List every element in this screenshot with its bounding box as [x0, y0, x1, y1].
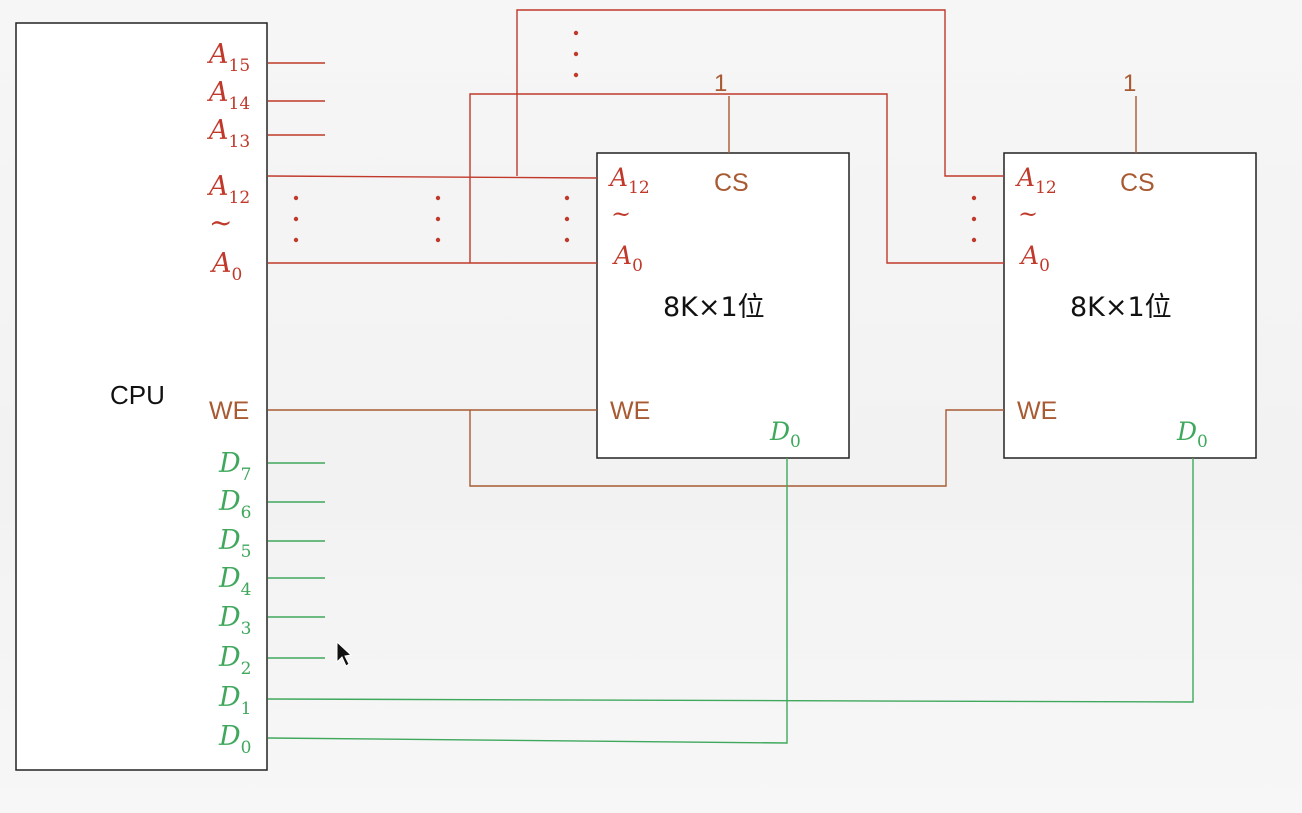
- cpu-we-label: WE: [209, 397, 249, 425]
- cpu-d5-label: D5: [218, 525, 251, 562]
- cpu-a14-label: A14: [206, 77, 250, 114]
- chip-2-cs-label: CS: [1120, 169, 1155, 197]
- chip-1-d0-label: D0: [769, 417, 801, 452]
- cpu-a0-label: A0: [209, 248, 242, 285]
- chip-1-cs-label: CS: [714, 169, 749, 197]
- cpu-d4-label: D4: [218, 563, 251, 600]
- data-bus: [267, 458, 1194, 744]
- cpu-a15-label: A15: [206, 39, 250, 76]
- chip-2-a0-label: A0: [1019, 241, 1050, 276]
- control-lines: [268, 96, 1137, 487]
- mouse-cursor-icon: [336, 640, 353, 667]
- chip-2-title: 8K×1位: [1070, 292, 1172, 323]
- chip-1-labels: 1 CS A12 ~ A0 WE D0: [608, 70, 801, 452]
- cpu-d6-label: D6: [218, 486, 251, 523]
- memory-chip-2: [1003, 152, 1257, 459]
- chip-2-a12-label: A12: [1015, 163, 1057, 198]
- a12-wire-chip1: [267, 175, 598, 179]
- d1-to-chip2-wire: [267, 458, 1194, 703]
- cpu-d1-label: D1: [218, 682, 251, 719]
- chip-1-title: 8K×1位: [663, 292, 765, 323]
- a0-wire-chip2: [469, 93, 1004, 264]
- cpu-d3-label: D3: [218, 602, 251, 639]
- cpu-a12-label: A12: [206, 171, 250, 208]
- chip-1-a0-label: A0: [612, 241, 643, 276]
- chip-2-we-label: WE: [1017, 397, 1057, 425]
- chip-1-cs-value: 1: [714, 70, 727, 97]
- memory-chip-1: [596, 152, 850, 459]
- cpu-data-labels: D7 D6 D5 D4 D3 D2 D1 D0: [218, 448, 251, 758]
- chip-1-range-symbol: ~: [611, 200, 631, 228]
- cpu-d0-label: D0: [218, 721, 251, 758]
- cpu-block: [15, 22, 268, 771]
- cpu-d7-label: D7: [218, 448, 251, 485]
- address-bus: [267, 9, 1004, 264]
- chip-1-a12-label: A12: [608, 163, 650, 198]
- chip-1-we-label: WE: [610, 397, 650, 425]
- cpu-range-symbol: ~: [209, 206, 232, 239]
- cpu-address-labels: A15 A14 A13 A12 ~ A0: [206, 39, 250, 285]
- cpu-d2-label: D2: [218, 642, 251, 679]
- a12-wire-chip2: [516, 9, 1004, 177]
- we-wire-chip2: [469, 409, 1004, 487]
- chip-2-labels: 1 CS A12 ~ A0 WE D0: [1015, 70, 1208, 452]
- cpu-a13-label: A13: [206, 115, 250, 152]
- chip-2-d0-label: D0: [1176, 417, 1208, 452]
- cpu-label: CPU: [110, 380, 165, 410]
- chip-2-range-symbol: ~: [1018, 200, 1038, 228]
- d0-to-chip1-wire: [267, 458, 788, 744]
- chip-2-cs-value: 1: [1123, 70, 1136, 97]
